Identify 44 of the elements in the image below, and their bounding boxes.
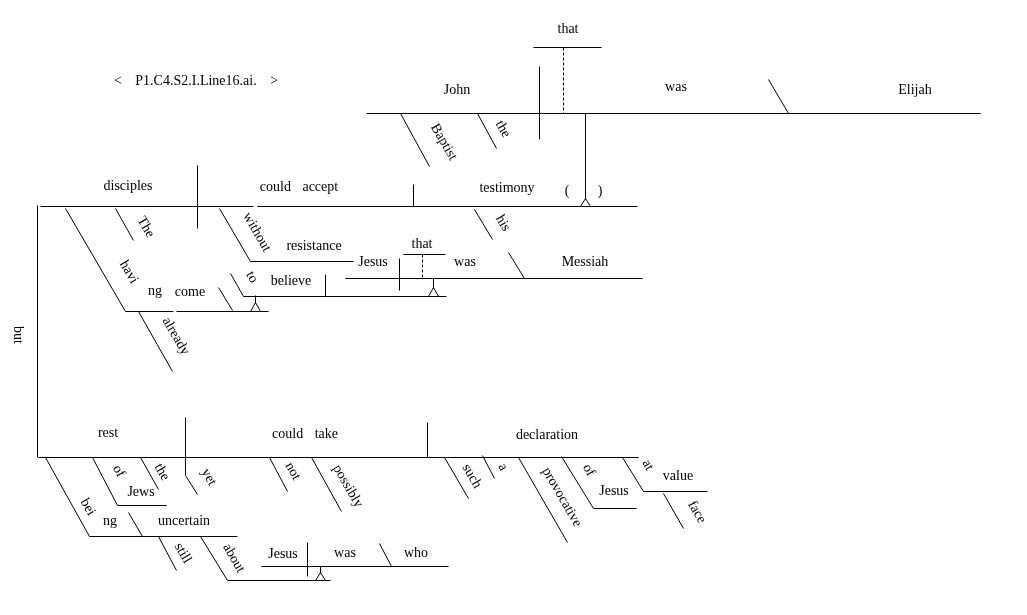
word-label: face [685, 498, 709, 526]
word-label: was [454, 255, 476, 269]
word-label: at [639, 457, 657, 473]
word-label: who [403, 546, 429, 560]
word-label: not [282, 459, 304, 483]
word-label: was [665, 80, 687, 94]
word-label: bei [77, 496, 99, 518]
word-label: could take [272, 427, 338, 441]
parenthesis-mark: ( [564, 184, 570, 198]
word-label: uncertain [157, 514, 211, 528]
word-label: Jesus [599, 484, 629, 498]
word-label: Jews [127, 485, 155, 499]
word-label: could accept [259, 180, 339, 194]
word-label: Jesus [358, 255, 388, 269]
parenthesis-mark: ) [597, 184, 603, 198]
word-label: declaration [515, 428, 579, 442]
word-label: of [580, 461, 598, 479]
word-label: rest [97, 426, 119, 440]
word-label: that [411, 237, 433, 251]
word-label: testimony [479, 181, 535, 195]
word-label: a [495, 460, 511, 474]
word-label: ng [148, 284, 162, 298]
word-label: disciples [103, 179, 153, 193]
word-label: still [171, 540, 195, 566]
word-label: Messiah [561, 255, 609, 269]
word-label: The [134, 214, 158, 240]
word-label: was [334, 546, 356, 560]
word-label: ng [103, 514, 117, 528]
word-label: John [443, 83, 471, 97]
word-label: believe [270, 274, 312, 288]
reference-code: < P1.C4.S2.I.Line16.ai. > [113, 74, 279, 88]
word-label: the [151, 461, 173, 483]
word-label: that [557, 22, 579, 36]
word-label: the [492, 118, 514, 140]
word-label: yet [198, 466, 220, 488]
word-label: come [174, 285, 206, 299]
word-label: his [492, 212, 514, 234]
word-label: resistance [286, 239, 342, 253]
word-label: Elijah [898, 83, 932, 97]
word-label: to [243, 268, 261, 286]
word-label: of [110, 462, 128, 480]
word-label: Jesus [268, 547, 298, 561]
conjunction-label: but [11, 326, 25, 344]
word-label: value [662, 469, 694, 483]
